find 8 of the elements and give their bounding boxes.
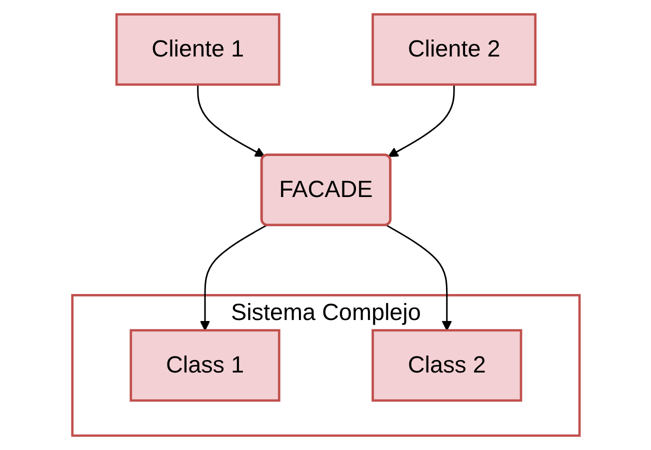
- node-box: Class 2: [371, 329, 522, 402]
- arrow: [199, 224, 266, 331]
- node-box: Cliente 2: [371, 13, 536, 86]
- arrow: [196, 84, 265, 157]
- arrow: [388, 84, 454, 157]
- arrow: [386, 224, 452, 331]
- node-box: Class 1: [129, 329, 280, 402]
- node-box: Cliente 1: [114, 13, 280, 86]
